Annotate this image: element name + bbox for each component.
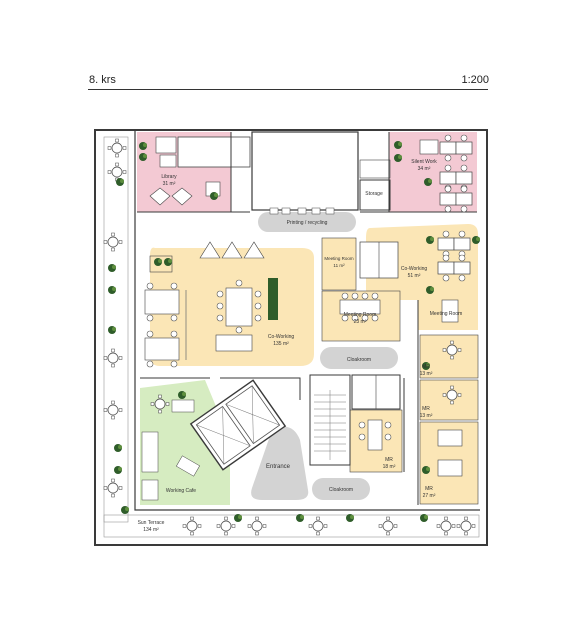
silent-work-label: Silent Work bbox=[411, 159, 437, 165]
mr3-label: MR bbox=[385, 457, 393, 463]
terrace-label: Sun Terrace bbox=[138, 520, 165, 526]
mr4-area: 27 m² bbox=[423, 493, 436, 499]
mr4-label: MR bbox=[425, 486, 433, 492]
library-area: 31 m² bbox=[163, 181, 176, 187]
mr1-area: 13 m² bbox=[420, 371, 433, 377]
scale-label: 1:200 bbox=[461, 74, 489, 86]
mr3-area: 18 m² bbox=[383, 464, 396, 470]
cloakroom2-pill bbox=[312, 478, 370, 500]
mr2-area: 13 m² bbox=[420, 413, 433, 419]
mr1-label: MR bbox=[422, 364, 430, 370]
floor-label: 8. krs bbox=[89, 74, 116, 86]
cloakroom-label: Cloakroom bbox=[347, 357, 371, 363]
cloakroom2-label: Cloakroom bbox=[329, 487, 353, 493]
coworking-main-area: 135 m² bbox=[273, 341, 289, 347]
meeting-room-right-label: Meeting Room bbox=[430, 311, 463, 317]
terrace-area: 134 m² bbox=[143, 527, 159, 533]
entrance-label: Entrance bbox=[266, 464, 291, 470]
coworking-main-label: Co-Working bbox=[268, 334, 295, 340]
header-rule bbox=[88, 89, 488, 90]
terrace-boundary bbox=[134, 130, 480, 511]
working-cafe-label: Working Cafe bbox=[166, 488, 196, 494]
working-cafe-zone bbox=[140, 380, 230, 505]
silent-work-area: 34 m² bbox=[418, 166, 431, 172]
meeting-room-label: Meeting Room bbox=[344, 312, 377, 318]
printing-pill bbox=[258, 212, 356, 232]
meeting-small-label: Meeting Room bbox=[324, 256, 354, 261]
coworking-right-label: Co-Working bbox=[401, 266, 428, 272]
storage-label: Storage bbox=[365, 191, 383, 197]
library-label: Library bbox=[161, 174, 177, 180]
coworking-right-area: 51 m² bbox=[408, 273, 421, 279]
meeting-room-area: 23 m² bbox=[354, 319, 367, 325]
meeting-small-area: 11 m² bbox=[333, 263, 345, 268]
cloakroom-pill bbox=[320, 347, 398, 369]
entrance-zone bbox=[251, 426, 309, 500]
printing-label: Printing / recycling bbox=[287, 220, 328, 226]
mr2-label: MR bbox=[422, 406, 430, 412]
